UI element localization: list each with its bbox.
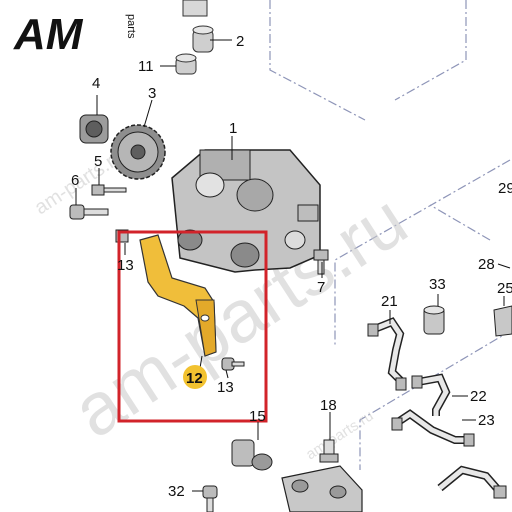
callout-1[interactable]: 1 bbox=[229, 120, 237, 137]
callout-3[interactable]: 3 bbox=[148, 85, 156, 102]
callout-28[interactable]: 28 bbox=[478, 256, 495, 273]
callout-7[interactable]: 7 bbox=[317, 279, 325, 296]
fuel-rail-part bbox=[281, 465, 363, 512]
fuel-pipe-23 bbox=[391, 409, 475, 447]
callout-25[interactable]: 25 bbox=[497, 280, 512, 297]
bolt-part-13b bbox=[221, 357, 245, 371]
callout-33[interactable]: 33 bbox=[429, 276, 446, 293]
logo-parts: parts bbox=[125, 14, 137, 39]
nut-part bbox=[79, 114, 109, 144]
callout-29[interactable]: 29 bbox=[498, 180, 512, 197]
highlight-frame bbox=[117, 230, 268, 423]
callout-4[interactable]: 4 bbox=[92, 75, 100, 92]
sensor-part-15 bbox=[231, 439, 273, 471]
top-connector-part bbox=[182, 0, 214, 53]
callout-15[interactable]: 15 bbox=[249, 408, 266, 425]
highlighted-bracket-part bbox=[139, 234, 217, 357]
assembly-guide-lines bbox=[269, 0, 512, 470]
callout-22[interactable]: 22 bbox=[470, 388, 487, 405]
fuel-pipe-22 bbox=[411, 373, 451, 416]
callout-21[interactable]: 21 bbox=[381, 293, 398, 310]
callout-13-top[interactable]: 13 bbox=[117, 257, 134, 274]
callout-32[interactable]: 32 bbox=[168, 483, 185, 500]
callout-23[interactable]: 23 bbox=[478, 412, 495, 429]
fitting-part-25 bbox=[493, 305, 512, 337]
clamp-part bbox=[175, 53, 197, 75]
pump-housing-part bbox=[171, 149, 321, 273]
bolt-part-6 bbox=[69, 204, 109, 220]
callout-2[interactable]: 2 bbox=[236, 33, 244, 50]
callout-5[interactable]: 5 bbox=[94, 153, 102, 170]
fitting-part-33 bbox=[423, 305, 445, 335]
bolt-part-18 bbox=[319, 439, 339, 463]
brand-logo: AM parts bbox=[13, 10, 137, 59]
fuel-pipe-lower bbox=[437, 465, 507, 499]
callout-18[interactable]: 18 bbox=[320, 397, 337, 414]
callout-12[interactable]: 12 bbox=[186, 370, 203, 387]
fuel-pipe-21 bbox=[367, 317, 407, 391]
bolt-part-7 bbox=[313, 249, 329, 275]
callout-6[interactable]: 6 bbox=[71, 172, 79, 189]
bolt-part-32 bbox=[202, 485, 218, 512]
callout-11[interactable]: 11 bbox=[138, 58, 154, 75]
callout-13-bottom[interactable]: 13 bbox=[217, 379, 234, 396]
watermark-small: am-parts.ru bbox=[303, 407, 377, 463]
leader-lines bbox=[75, 39, 511, 492]
callout-12-badge bbox=[183, 365, 207, 389]
callout-labels: 2 11 4 3 1 5 6 13 7 12 13 15 18 21 33 22… bbox=[71, 33, 512, 500]
bolt-part-5 bbox=[91, 184, 127, 196]
logo-am: AM bbox=[13, 10, 84, 59]
gear-part bbox=[110, 124, 166, 180]
